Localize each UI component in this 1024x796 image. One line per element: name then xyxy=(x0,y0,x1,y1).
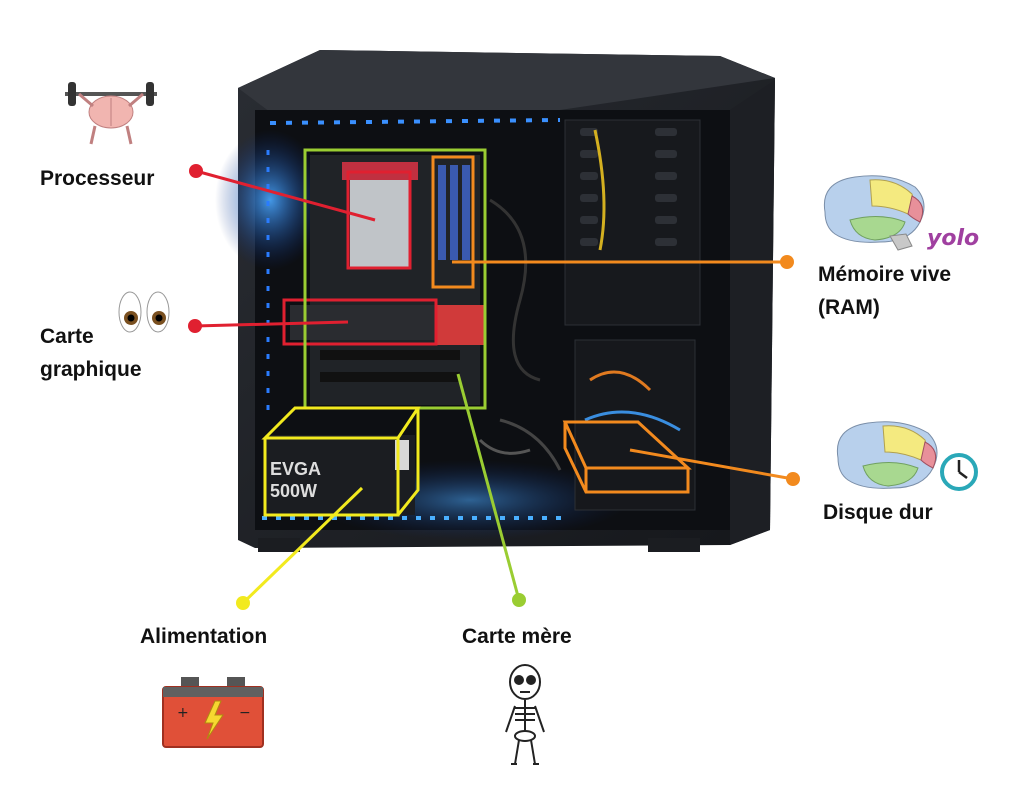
motherboard-detail xyxy=(290,155,484,405)
processeur-label-text: Processeur xyxy=(40,167,155,190)
processeur-label: Processeur xyxy=(40,162,154,195)
carte-mere-pointer xyxy=(456,373,526,607)
disque-dur-label: Disque dur xyxy=(823,496,933,529)
memoire-vive-pointer xyxy=(452,255,794,269)
carte-graphique-line1: Carte xyxy=(40,325,94,348)
lifting-brain-icon xyxy=(65,82,157,145)
disque-dur-pointer xyxy=(629,448,800,486)
carte-mere-label-text: Carte mère xyxy=(462,625,572,648)
svg-text:+: + xyxy=(177,705,189,721)
psu-wattage-text: 500W xyxy=(270,481,317,501)
carte-graphique-highlight xyxy=(282,298,438,346)
brain-clock-icon xyxy=(836,421,978,491)
processeur-pointer xyxy=(189,164,376,222)
svg-text:−: − xyxy=(239,705,251,721)
alimentation-label-text: Alimentation xyxy=(140,625,268,648)
brain-icon xyxy=(823,175,925,251)
carte-mere-label: Carte mère xyxy=(462,620,572,653)
memoire-vive-line2: (RAM) xyxy=(818,296,880,319)
memoire-vive-line1: Mémoire vive xyxy=(818,263,952,286)
memoire-vive-label: Mémoire vive (RAM) xyxy=(818,258,951,324)
carte-graphique-label: Carte graphique xyxy=(40,320,142,386)
alimentation-highlight xyxy=(261,406,421,517)
carte-graphique-pointer xyxy=(188,319,349,333)
disque-dur-highlight xyxy=(562,420,692,494)
memoire-vive-highlight xyxy=(431,155,475,289)
processeur-highlight xyxy=(346,170,412,270)
alimentation-label: Alimentation xyxy=(140,620,267,653)
drive-cage xyxy=(564,119,701,511)
cables xyxy=(478,129,606,471)
yolo-text: yolo xyxy=(927,226,980,251)
eyes-icon xyxy=(118,291,170,333)
disque-dur-label-text: Disque dur xyxy=(823,501,933,524)
battery-icon: + − xyxy=(162,677,264,748)
carte-graphique-line2: graphique xyxy=(40,358,142,381)
psu-brand-text: EVGA xyxy=(270,459,321,479)
alimentation-pointer xyxy=(236,486,364,610)
power-supply xyxy=(265,435,415,515)
skeleton-icon xyxy=(505,664,545,765)
